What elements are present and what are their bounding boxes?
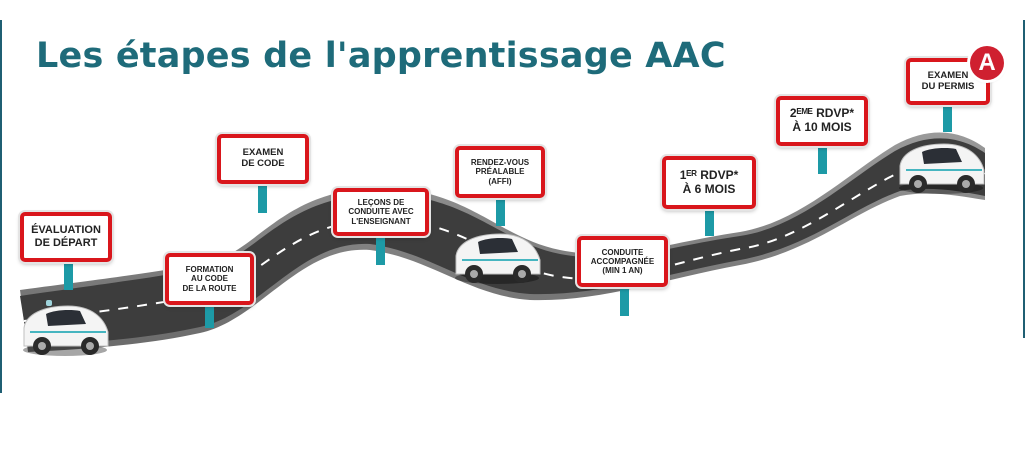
car-icon [899,143,985,194]
sign-rendez-vous-prealable: RENDEZ-VOUS PRÉALABLE (AFFI) [455,146,545,198]
sign-conduite-accompagnee: CONDUITE ACCOMPAGNÉE (MIN 1 AN) [577,236,668,287]
sign-rdvp-6-mois: 1ᴱᴿ RDVP* À 6 MOIS [662,156,756,209]
sign-text-line: PRÉALABLE [475,167,525,177]
sign-post [205,304,214,328]
sign-lecons-conduite: LEÇONS DE CONDUITE AVEC L'ENSEIGNANT [333,188,429,236]
sign-post [258,183,267,213]
sign-text-line: EXAMEN [242,147,284,159]
sign-text-line: LEÇONS DE [357,198,405,208]
sign-text-line: CONDUITE [601,247,644,257]
sign-post [376,235,385,265]
car-icon [23,300,109,356]
sign-text-line: À 6 MOIS [682,181,736,196]
sign-text-line: L'ENSEIGNANT [351,216,411,226]
sign-evaluation-depart: ÉVALUATION DE DÉPART [20,212,112,262]
left-frame-line [0,20,2,393]
sign-text-line: DE CODE [241,158,285,169]
sign-text-line: AU CODE [191,274,228,284]
car-icon [455,233,541,284]
sign-text-line: ACCOMPAGNÉE [590,256,655,266]
sign-text-line: 1ᴱᴿ RDVP* [679,167,739,182]
sign-examen-code: EXAMEN DE CODE [217,134,309,184]
sign-post [705,208,714,236]
sign-text-line: EXAMEN [927,69,969,81]
sign-post [818,146,827,174]
sign-text-line: DE LA ROUTE [182,283,237,293]
sign-post [496,198,505,226]
road-centre-line [23,162,986,322]
sign-text-line: FORMATION [185,265,234,275]
sign-text-line: ÉVALUATION [31,224,101,237]
sign-text-line: RENDEZ-VOUS [470,158,530,168]
sign-text-line: 2ᴱᴹᴱ RDVP* [789,106,855,121]
sign-post [64,262,73,290]
sign-formation-code: FORMATION AU CODE DE LA ROUTE [165,253,254,305]
sign-text-line: À 10 MOIS [792,120,852,134]
page-title: Les étapes de l'apprentissage AAC [36,36,726,76]
sign-post [620,286,629,316]
sign-rdvp-10-mois: 2ᴱᴹᴱ RDVP* À 10 MOIS [776,96,868,146]
sign-post [943,104,952,132]
sign-text-line: (MIN 1 AN) [602,266,643,276]
sign-text-line: CONDUITE AVEC [348,207,414,217]
sign-text-line: DU PERMIS [921,80,975,92]
right-frame-line [1023,20,1025,338]
permis-a-badge: A [970,46,1004,80]
sign-examen-permis: EXAMEN DU PERMIS [906,58,990,105]
sign-text-line: DE DÉPART [34,237,98,249]
sign-text-line: (AFFI) [488,176,512,186]
